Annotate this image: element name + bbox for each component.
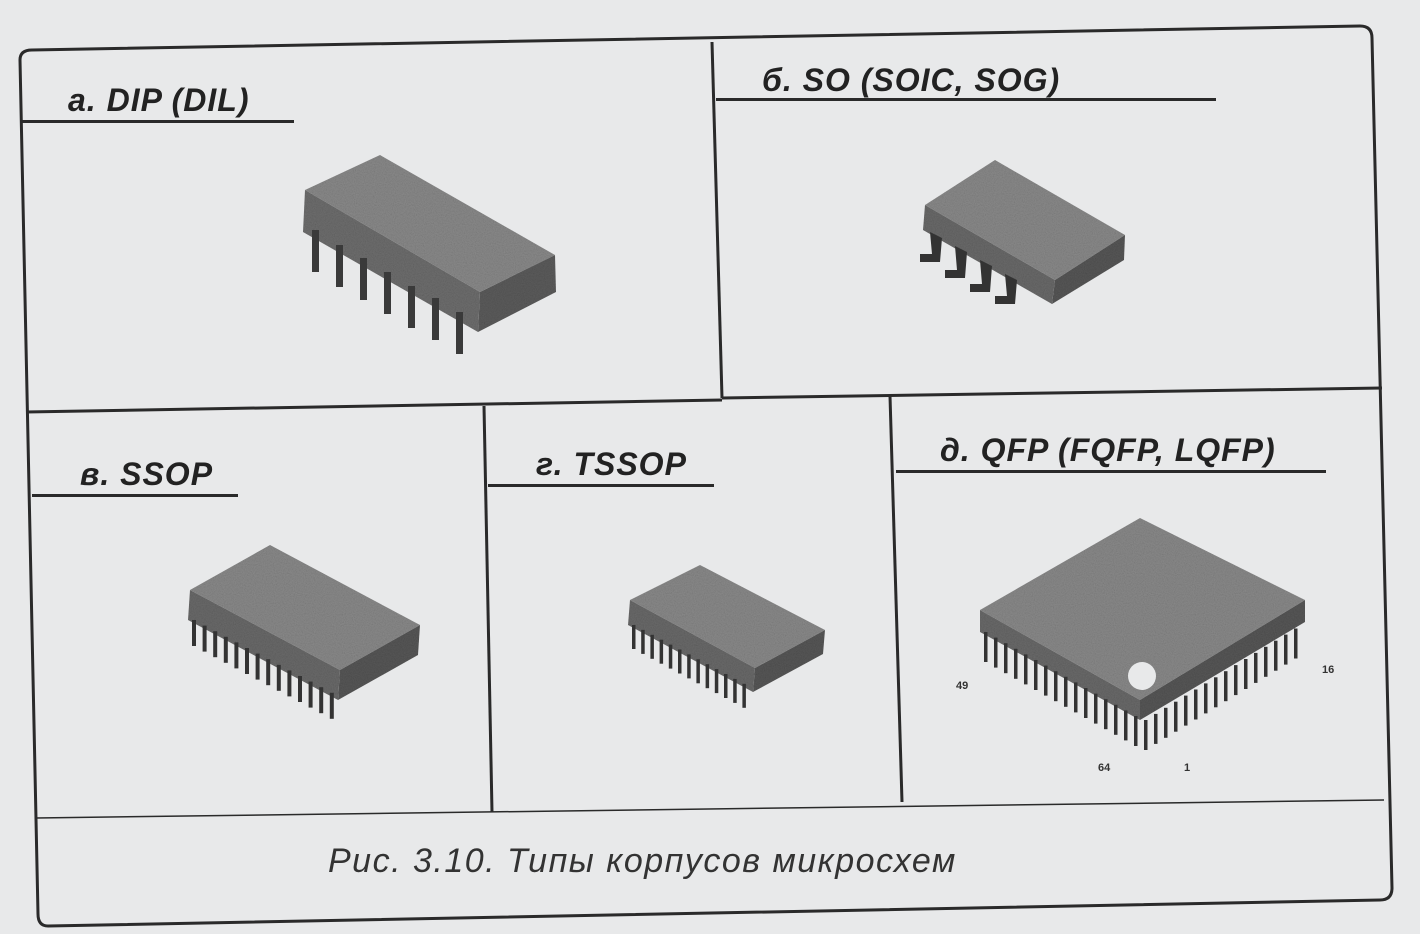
divider-horizontal-left — [25, 398, 723, 414]
pin — [1234, 665, 1238, 696]
tssop-chip — [628, 565, 825, 708]
pin — [714, 669, 719, 694]
pin — [659, 639, 664, 664]
outer-border — [18, 24, 1394, 928]
qfp-pin-right: 16 — [1322, 664, 1335, 676]
pin — [1294, 628, 1298, 659]
pin — [213, 631, 218, 658]
pin — [1074, 682, 1078, 713]
pin — [1214, 677, 1218, 708]
pin — [1024, 654, 1028, 685]
pin — [984, 632, 988, 662]
pin — [668, 644, 673, 669]
divider-bottom-vertical-2 — [888, 395, 904, 803]
pin — [724, 674, 728, 698]
underline-qfp — [896, 470, 1326, 473]
pin — [1174, 701, 1178, 732]
pin — [742, 683, 746, 708]
pin — [1274, 640, 1278, 671]
label-so: б. SO (SOIC, SOG) — [762, 62, 1061, 98]
pin — [1194, 689, 1198, 720]
pin — [1204, 683, 1208, 714]
pin — [1114, 704, 1118, 735]
label-ssop: в. SSOP — [80, 456, 214, 492]
pin — [245, 648, 249, 674]
pin — [650, 634, 654, 659]
divider-bottom — [35, 799, 1385, 819]
pin — [1254, 652, 1258, 683]
pin — [1144, 720, 1148, 750]
pin — [1154, 713, 1158, 744]
pin — [266, 659, 271, 686]
pin — [994, 637, 998, 668]
underline-dip — [22, 120, 294, 123]
pin — [319, 687, 324, 714]
qfp-pin-bottom-left: 64 — [1098, 762, 1111, 774]
figure-caption: Рис. 3.10. Типы корпусов микросхем — [328, 842, 957, 880]
pin — [1134, 716, 1138, 746]
pin — [1244, 659, 1248, 689]
underline-ssop — [32, 494, 238, 497]
pin — [1224, 671, 1228, 702]
pin — [1014, 648, 1018, 679]
pin — [329, 692, 334, 719]
underline-so — [716, 98, 1216, 101]
pin — [678, 649, 682, 674]
ssop-chip — [188, 545, 420, 719]
pin — [287, 670, 292, 697]
pin — [202, 625, 207, 652]
pin — [733, 678, 737, 703]
qfp-pin-bottom-right: 1 — [1184, 762, 1191, 774]
label-tssop: г. TSSOP — [536, 446, 687, 482]
dip-chip — [303, 155, 556, 354]
pin — [308, 681, 313, 708]
pin — [1064, 676, 1068, 707]
pin — [1044, 665, 1048, 696]
pin — [1054, 671, 1058, 702]
pin — [276, 664, 281, 691]
pin — [234, 642, 239, 669]
pin — [641, 629, 645, 654]
pin — [1184, 695, 1188, 726]
pin — [1094, 693, 1098, 724]
label-qfp: д. QFP (FQFP, LQFP) — [940, 432, 1276, 468]
pin — [1124, 710, 1128, 741]
qfp-pin-left: 49 — [956, 680, 969, 692]
pin — [1004, 643, 1008, 674]
label-dip: а. DIP (DIL) — [68, 82, 250, 118]
pin — [1034, 660, 1038, 690]
pin — [223, 636, 228, 663]
pin — [192, 620, 196, 646]
underline-tssop — [488, 484, 714, 487]
pin — [705, 664, 710, 689]
pin — [298, 676, 302, 702]
divider-horizontal-right — [721, 386, 1383, 400]
pin — [255, 653, 260, 680]
divider-bottom-vertical-1 — [482, 405, 494, 813]
pin — [1084, 688, 1088, 718]
divider-top-vertical — [710, 41, 724, 399]
pin — [1104, 699, 1108, 730]
pin — [1284, 634, 1288, 665]
pin — [687, 654, 691, 679]
pin — [696, 659, 700, 684]
so-chip — [920, 160, 1125, 304]
qfp-chip — [980, 518, 1305, 750]
pin — [1164, 707, 1168, 738]
pin — [1264, 646, 1268, 677]
pin — [632, 625, 636, 649]
